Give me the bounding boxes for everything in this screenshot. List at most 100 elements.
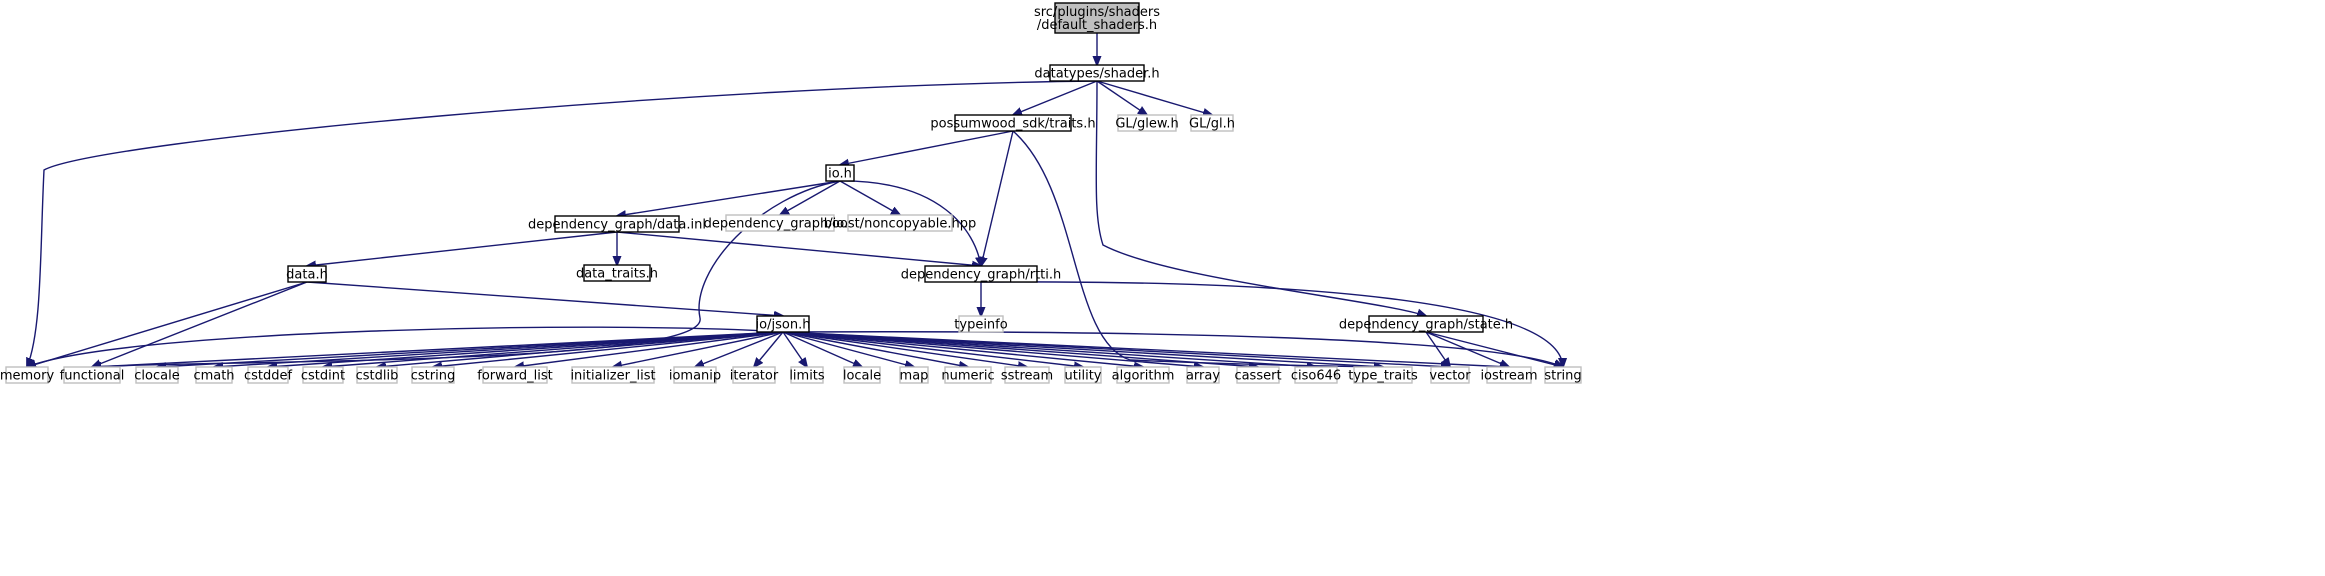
edge-state-to-string: [1425, 331, 1563, 367]
node-label-gl: GL/gl.h: [1189, 117, 1235, 132]
edge-io-to-rtti: [839, 180, 981, 266]
node-box-json: [756, 315, 810, 333]
node-label-root: src/plugins/shaders: [1034, 5, 1160, 20]
node-box-ciso646: [1294, 366, 1338, 384]
node-noncopy: boost/noncopyable.hpp: [824, 214, 976, 232]
node-box-cstdint: [302, 366, 344, 384]
node-cstdint: cstdint: [301, 366, 345, 384]
node-box-gl: [1190, 114, 1234, 132]
edge-json-to-numeric: [782, 331, 968, 367]
node-label-typeinfo: typeinfo: [954, 318, 1007, 333]
node-box-initializer_list: [571, 366, 655, 384]
edge-json-to-cstring: [433, 331, 784, 367]
node-string: string: [1544, 366, 1582, 384]
node-box-typeinfo: [958, 315, 1004, 333]
edge-state-to-vector: [1425, 331, 1450, 367]
node-box-array: [1186, 366, 1220, 384]
node-label-cstddef: cstddef: [244, 369, 293, 384]
node-io[interactable]: io.h: [825, 164, 855, 182]
edge-json-to-initializer_list: [613, 331, 784, 367]
node-label-iterator: iterator: [730, 369, 779, 384]
node-box-limits: [790, 366, 824, 384]
node-shader[interactable]: datatypes/shader.h: [1034, 64, 1160, 82]
node-label-functional: functional: [60, 369, 125, 384]
node-ciso646: ciso646: [1291, 366, 1341, 384]
node-label-cstring: cstring: [411, 369, 455, 384]
node-box-datainl: [554, 215, 680, 233]
node-label-clocale: clocale: [134, 369, 179, 384]
edge-datah-to-functional: [92, 281, 308, 367]
node-box-forward_list: [482, 366, 548, 384]
node-iostream: iostream: [1480, 366, 1538, 384]
node-box-sstream: [1004, 366, 1050, 384]
node-box-vector: [1430, 366, 1470, 384]
node-box-cstdlib: [356, 366, 398, 384]
node-label-initializer_list: initializer_list: [570, 369, 655, 384]
edge-shader-to-state: [1095, 80, 1426, 316]
edge-datah-to-json: [306, 281, 783, 316]
node-label-datatraits: data_traits.h: [576, 267, 658, 282]
edge-json-to-iomanip: [695, 331, 784, 367]
node-label-iostream: iostream: [1480, 369, 1537, 384]
node-box-iomanip: [673, 366, 717, 384]
node-functional: functional: [60, 366, 125, 384]
node-typeinfo: typeinfo: [954, 315, 1008, 333]
node-box-utility: [1064, 366, 1102, 384]
node-box-numeric: [944, 366, 992, 384]
node-traits[interactable]: possumwood_sdk/traits.h: [930, 114, 1096, 132]
edge-shader-to-traits: [1013, 80, 1098, 115]
edge-json-to-locale: [782, 331, 862, 367]
node-label-ciso646: ciso646: [1291, 369, 1341, 384]
node-forward_list: forward_list: [477, 366, 553, 384]
node-box-algorithm: [1116, 366, 1170, 384]
node-rtti[interactable]: dependency_graph/rtti.h: [901, 265, 1062, 283]
node-label-glew: GL/glew.h: [1115, 117, 1178, 132]
node-box-shader: [1049, 64, 1145, 82]
edge-datainl-to-rtti: [616, 231, 981, 266]
node-label-array: array: [1186, 369, 1220, 384]
node-box-state: [1368, 315, 1484, 333]
edge-json-to-cstdint: [323, 331, 784, 367]
node-label-shader: datatypes/shader.h: [1034, 67, 1159, 82]
node-box-cstring: [411, 366, 455, 384]
node-label-memory: memory: [0, 369, 54, 384]
node-limits: limits: [789, 366, 825, 384]
node-label-limits: limits: [789, 369, 825, 384]
node-iomanip: iomanip: [669, 366, 721, 384]
node-datah[interactable]: data.h: [286, 265, 328, 283]
nodes-layer: src/plugins/shaders/default_shaders.hdat…: [0, 2, 1582, 384]
node-box-clocale: [135, 366, 179, 384]
node-utility: utility: [1064, 366, 1102, 384]
node-label-datah: data.h: [286, 268, 328, 283]
node-box-string: [1544, 366, 1582, 384]
node-datatraits[interactable]: data_traits.h: [576, 264, 658, 282]
node-cassert: cassert: [1234, 366, 1282, 384]
edge-io-to-dgio: [780, 180, 841, 215]
node-label-cmath: cmath: [193, 369, 234, 384]
node-map: map: [899, 366, 929, 384]
node-label-iomanip: iomanip: [669, 369, 721, 384]
node-datainl[interactable]: dependency_graph/data.inl: [528, 215, 706, 233]
node-label-numeric: numeric: [941, 369, 994, 384]
node-label-io: io.h: [828, 167, 852, 182]
node-dgio: dependency_graph/io.h: [704, 214, 856, 232]
node-box-datatraits: [583, 264, 651, 282]
node-json[interactable]: io/json.h: [756, 315, 811, 333]
node-label-forward_list: forward_list: [477, 369, 552, 384]
edge-json-to-utility: [782, 331, 1083, 367]
edge-shader-to-glew: [1096, 80, 1147, 115]
edge-json-to-memory: [27, 326, 784, 367]
edge-json-to-map: [782, 331, 914, 367]
node-box-cmath: [195, 366, 233, 384]
node-glew: GL/glew.h: [1115, 114, 1179, 132]
node-state[interactable]: dependency_graph/state.h: [1339, 315, 1513, 333]
node-label-root: /default_shaders.h: [1037, 18, 1157, 33]
edge-traits-to-type_traits: [1012, 130, 1383, 367]
edge-traits-to-io: [840, 130, 1014, 165]
node-label-rtti: dependency_graph/rtti.h: [901, 268, 1062, 283]
node-sstream: sstream: [1001, 366, 1053, 384]
node-box-cstddef: [247, 366, 289, 384]
node-clocale: clocale: [134, 366, 180, 384]
edge-shader-to-memory: [27, 80, 1098, 367]
node-root[interactable]: src/plugins/shaders/default_shaders.h: [1034, 2, 1160, 34]
